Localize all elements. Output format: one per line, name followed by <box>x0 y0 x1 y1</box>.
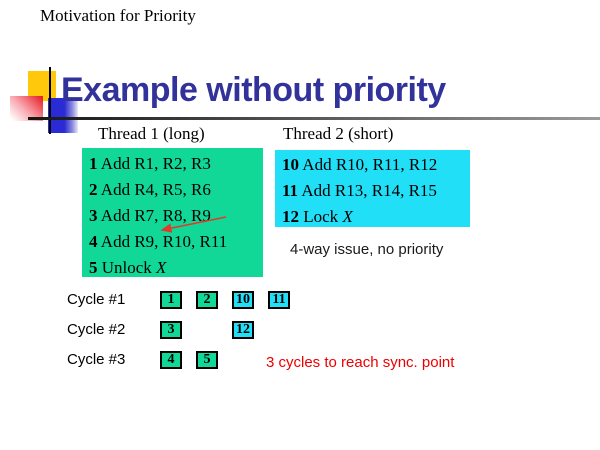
thread1-instruction-box: 1 Add R1, R2, R3 2 Add R4, R5, R6 3 Add … <box>82 148 263 277</box>
issue-slot-thread1: 1 <box>160 291 182 309</box>
decoration-pink-square <box>10 96 43 121</box>
conclusion-note: 3 cycles to reach sync. point <box>266 354 455 371</box>
issue-caption: 4-way issue, no priority <box>290 241 444 258</box>
dependency-arrow-icon <box>160 216 227 233</box>
instruction-line: 3 Add R7, R8, R9 <box>89 206 211 225</box>
issue-slot-thread1: 3 <box>160 321 182 339</box>
cycle-row-1: Cycle #1 1 2 10 11 <box>0 291 600 309</box>
decoration-blue-square <box>48 98 78 133</box>
issue-slot-thread2: 10 <box>232 291 254 309</box>
issue-slot-thread1: 4 <box>160 351 182 369</box>
instruction-line: 4 Add R9, R10, R11 <box>89 232 228 251</box>
thread2-instruction-box: 10 Add R10, R11, R12 11 Add R13, R14, R1… <box>275 150 470 227</box>
cycle-label: Cycle #2 <box>67 321 126 338</box>
issue-slot-thread2: 12 <box>232 321 254 339</box>
decoration-vertical-line <box>49 67 51 134</box>
thread2-header: Thread 2 (short) <box>283 124 394 143</box>
issue-slot-thread2: 11 <box>268 291 290 309</box>
instruction-line: 2 Add R4, R5, R6 <box>89 180 211 199</box>
cycle-label: Cycle #3 <box>67 351 126 368</box>
instruction-line: 5 Unlock X <box>89 258 167 277</box>
cycle-row-3: Cycle #3 4 5 <box>0 351 600 369</box>
instruction-line: 1 Add R1, R2, R3 <box>89 154 211 173</box>
instruction-line: 10 Add R10, R11, R12 <box>282 155 438 174</box>
cycle-label: Cycle #1 <box>67 291 126 308</box>
thread1-header: Thread 1 (long) <box>98 124 205 143</box>
instruction-line: 11 Add R13, R14, R15 <box>282 181 437 200</box>
issue-slot-thread1: 5 <box>196 351 218 369</box>
title-underline <box>28 117 600 120</box>
instruction-line: 12 Lock X <box>282 207 353 226</box>
cycle-row-2: Cycle #2 3 12 <box>0 321 600 339</box>
slide-header-note: Motivation for Priority <box>40 6 196 25</box>
slide-title: Example without priority <box>61 71 446 109</box>
issue-slot-thread1: 2 <box>196 291 218 309</box>
